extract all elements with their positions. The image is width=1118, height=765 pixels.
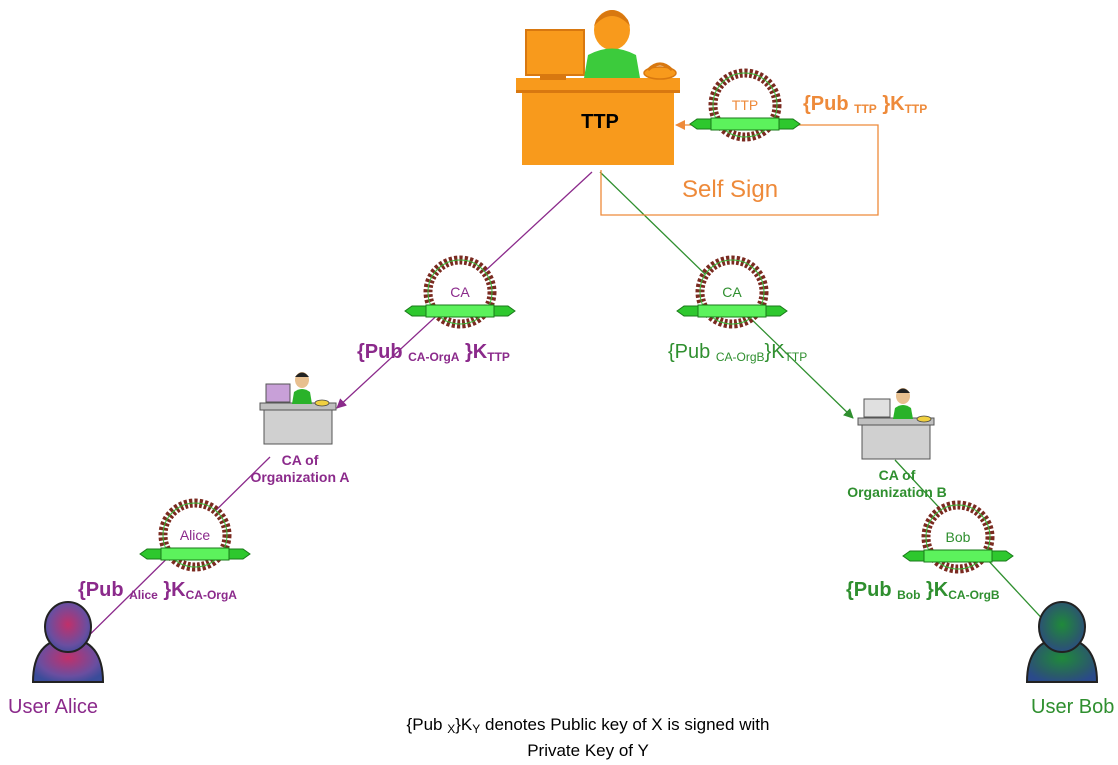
user-alice-icon: [31, 601, 105, 683]
bob-cert-label: {Pub Bob }KCA-OrgB: [846, 579, 1000, 602]
bob-seal-text: Bob: [946, 529, 971, 545]
user-bob-icon: [1025, 601, 1099, 683]
legend-note: {Pub X}KY denotes Public key of X is sig…: [406, 715, 770, 760]
ca-a-cert-label: {Pub CA-OrgA }KTTP: [357, 341, 510, 364]
alice-seal-text: Alice: [180, 527, 211, 543]
alice-cert-label: {Pub Alice }KCA-OrgA: [78, 579, 237, 602]
ttp-label: TTP: [581, 111, 619, 133]
ca-b-cert-label: {Pub CA-OrgB}KTTP: [668, 341, 808, 364]
user-alice-label: User Alice: [8, 696, 99, 718]
ca-b-seal-icon: [676, 255, 788, 329]
ttp-desk-icon: [516, 10, 680, 165]
self-sign-label: Self Sign: [682, 176, 779, 203]
ttp-seal-text: TTP: [732, 97, 758, 113]
bob-seal-icon: [902, 500, 1014, 574]
ca-a-seal-text: CA: [450, 284, 470, 300]
ca-a-seal-icon: [404, 255, 516, 329]
ttp-cert-label: {Pub TTP }KTTP: [803, 93, 928, 116]
alice-seal-icon: [139, 498, 251, 572]
ca-b-desk-icon: [857, 388, 935, 460]
ca-b-seal-text: CA: [722, 284, 742, 300]
ca-a-desk-icon: [259, 372, 337, 445]
user-bob-label: User Bob: [1031, 696, 1115, 718]
ttp-seal-icon: [689, 68, 801, 142]
self-sign-loop: [600, 120, 879, 216]
